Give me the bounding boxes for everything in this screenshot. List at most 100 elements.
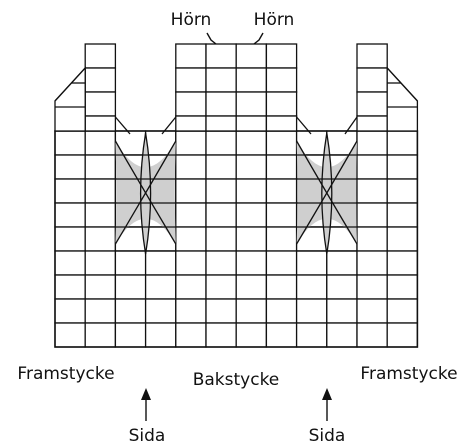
front-flap-right: [356, 43, 388, 132]
grid-cell: [205, 130, 237, 156]
grid-cell: [144, 250, 177, 276]
grid-cell: [84, 154, 117, 180]
flap-cell: [265, 67, 298, 93]
grid-cell: [386, 298, 419, 324]
shoulder-lines: [54, 66, 419, 132]
stitch-grid: [54, 130, 419, 348]
grid-cell: [54, 250, 86, 276]
front-piece-label-right: Framstycke: [360, 364, 457, 384]
back-piece-label: Bakstycke: [193, 370, 280, 390]
side-label-right: Sida: [309, 426, 346, 444]
grid-cell: [265, 322, 298, 348]
corner-label-right: Hörn: [254, 10, 295, 30]
grid-cell: [235, 250, 268, 276]
grid-cell: [265, 178, 298, 204]
grid-cell: [54, 298, 86, 324]
grid-cell: [114, 298, 147, 324]
flap-cell: [205, 43, 237, 69]
grid-cell: [144, 298, 177, 324]
side-gussets: [114, 132, 358, 255]
grid-cell: [205, 226, 237, 252]
grid-cell: [265, 130, 298, 156]
gusset-curve: [296, 140, 358, 245]
grid-cell: [295, 298, 328, 324]
flap-cell: [235, 43, 268, 69]
grid-cell: [205, 202, 237, 228]
grid-cell: [84, 202, 117, 228]
grid-cell: [175, 298, 207, 324]
grid-cell: [356, 298, 388, 324]
side-arrow-right: [322, 388, 332, 421]
grid-cell: [54, 322, 86, 348]
armhole-slant-4: [344, 116, 358, 135]
grid-cell: [235, 178, 268, 204]
grid-cell: [144, 274, 177, 300]
grid-cell: [326, 298, 358, 324]
grid-cell: [295, 274, 328, 300]
grid-cell: [205, 322, 237, 348]
grid-cell: [114, 250, 147, 276]
grid-cell: [265, 154, 298, 180]
armhole-slant-1: [114, 116, 131, 135]
grid-cell: [356, 178, 388, 204]
front-piece-label-left: Framstycke: [17, 364, 114, 384]
shoulder-fill-right: [386, 66, 419, 132]
corner-pointers: [206, 32, 264, 45]
flap-cell: [235, 91, 268, 117]
side-arrow-left: [141, 388, 151, 421]
grid-cell: [84, 322, 117, 348]
grid-cell: [144, 322, 177, 348]
grid-cell: [386, 154, 419, 180]
grid-cell: [386, 226, 419, 252]
flap-cell: [205, 67, 237, 93]
grid-cell: [265, 226, 298, 252]
grid-cell: [205, 274, 237, 300]
corner-pointer-left: [206, 32, 217, 45]
grid-cell: [205, 178, 237, 204]
grid-cell: [265, 274, 298, 300]
flap-cell: [356, 115, 388, 132]
flap-cell: [356, 91, 388, 117]
flap-cell: [356, 67, 388, 93]
grid-cell: [386, 130, 419, 156]
grid-cell: [235, 322, 268, 348]
grid-cell: [326, 274, 358, 300]
armhole-slants: [114, 116, 358, 135]
grid-cell: [84, 226, 117, 252]
flap-cell: [235, 115, 268, 132]
grid-cell: [54, 226, 86, 252]
side-gusset-left: [114, 132, 177, 255]
gusset-curve: [114, 140, 177, 245]
flap-cell: [84, 67, 117, 93]
grid-cell: [205, 298, 237, 324]
grid-cell: [356, 154, 388, 180]
grid-cell: [356, 226, 388, 252]
grid-cell: [84, 178, 117, 204]
back-flap: [175, 43, 298, 132]
flap-cell: [265, 91, 298, 117]
grid-cell: [265, 250, 298, 276]
grid-cell: [356, 322, 388, 348]
side-label-left: Sida: [129, 426, 166, 444]
grid-cell: [84, 298, 117, 324]
flap-cell: [84, 115, 117, 132]
flap-cell: [356, 43, 388, 69]
grid-cell: [235, 202, 268, 228]
flap-cell: [175, 43, 207, 69]
grid-cell: [84, 274, 117, 300]
grid-cell: [205, 250, 237, 276]
flap-cell: [265, 115, 298, 132]
grid-cell: [295, 250, 328, 276]
grid-cell: [356, 250, 388, 276]
grid-cell: [326, 250, 358, 276]
grid-cell: [114, 322, 147, 348]
grid-cell: [386, 178, 419, 204]
corner-pointer-right: [253, 32, 264, 45]
grid-cell: [386, 250, 419, 276]
flap-cell: [205, 91, 237, 117]
grid-cell: [386, 274, 419, 300]
grid-cell: [175, 154, 207, 180]
grid-cell: [235, 226, 268, 252]
upper-flaps: [54, 43, 419, 135]
